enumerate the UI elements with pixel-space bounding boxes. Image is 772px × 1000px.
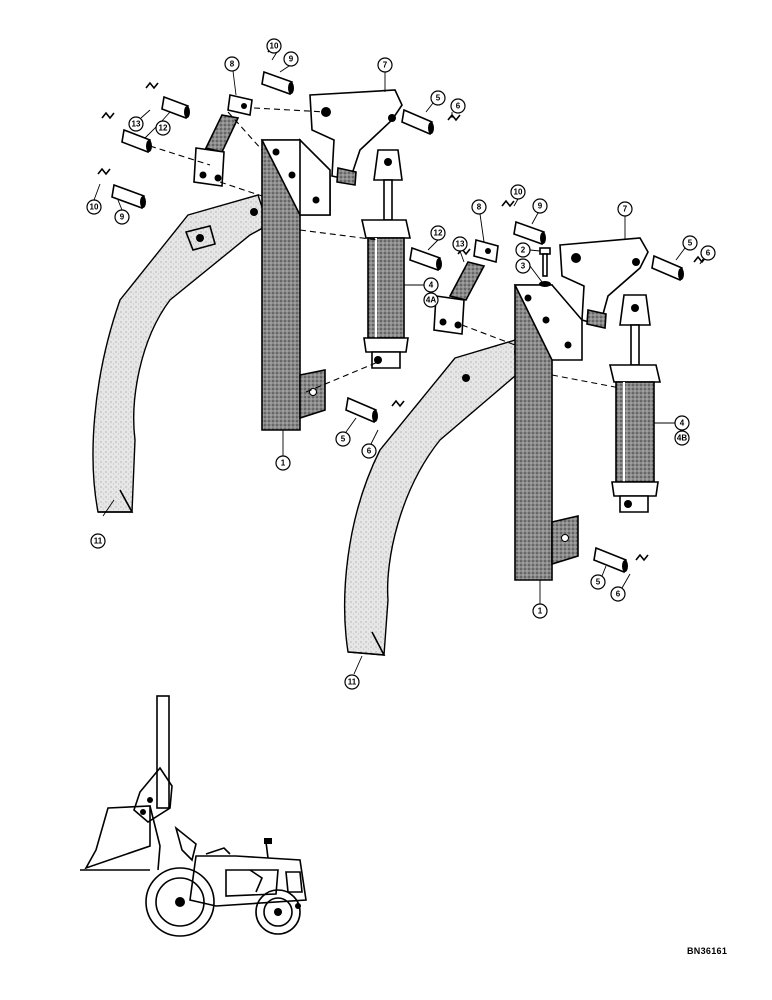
callout-b2: 9 xyxy=(538,202,543,211)
drawing-number: BN36161 xyxy=(687,946,728,956)
bolt-washer-b xyxy=(539,247,551,287)
callout-b16: 11 xyxy=(348,678,357,687)
callout-a12: 4A xyxy=(426,296,436,305)
callout-b7: 12 xyxy=(434,229,443,238)
cylinder-b xyxy=(608,294,662,513)
plate-b xyxy=(559,237,649,326)
callout-a15: 1 xyxy=(281,459,286,468)
callout-b9: 2 xyxy=(521,246,526,255)
assembly-b xyxy=(343,199,707,656)
callout-a11: 4 xyxy=(429,281,434,290)
callout-b6: 6 xyxy=(706,249,711,258)
callout-b4: 7 xyxy=(623,205,628,214)
callout-a5: 5 xyxy=(436,94,441,103)
callout-b15: 1 xyxy=(538,607,543,616)
plate-a xyxy=(309,89,403,181)
callout-b12: 4B xyxy=(677,434,687,443)
pins-a xyxy=(111,70,434,424)
callout-a2: 9 xyxy=(289,55,294,64)
callout-a13: 5 xyxy=(341,435,346,444)
pins-b xyxy=(409,220,684,574)
link-b xyxy=(433,238,499,335)
shank-a xyxy=(92,194,269,513)
shank-b xyxy=(343,337,533,656)
tractor-sketch xyxy=(80,695,307,937)
callouts: 10 9 8 7 5 6 13 12 10 9 4 4A 5 6 1 11 10 xyxy=(86,38,716,690)
callout-a8: 12 xyxy=(159,124,168,133)
callout-b3: 8 xyxy=(477,203,482,212)
assembly-a xyxy=(92,45,461,513)
callout-a1: 10 xyxy=(270,42,279,51)
callout-b8: 13 xyxy=(456,240,465,249)
callout-b11: 4 xyxy=(680,419,685,428)
callout-a6: 6 xyxy=(456,102,461,111)
link-a xyxy=(193,94,253,187)
callout-b14: 6 xyxy=(616,590,621,599)
cylinder-a xyxy=(361,149,411,369)
callout-b1: 10 xyxy=(514,188,523,197)
callout-a9: 10 xyxy=(90,203,99,212)
callout-a4: 7 xyxy=(383,61,388,70)
callout-a10: 9 xyxy=(120,213,125,222)
callout-a7: 13 xyxy=(132,120,141,129)
callout-a3: 8 xyxy=(230,60,235,69)
callout-b5: 5 xyxy=(688,239,693,248)
callout-a14: 6 xyxy=(367,447,372,456)
callout-b13: 5 xyxy=(596,578,601,587)
callout-a16: 11 xyxy=(94,537,103,546)
callout-b10: 3 xyxy=(521,262,526,271)
